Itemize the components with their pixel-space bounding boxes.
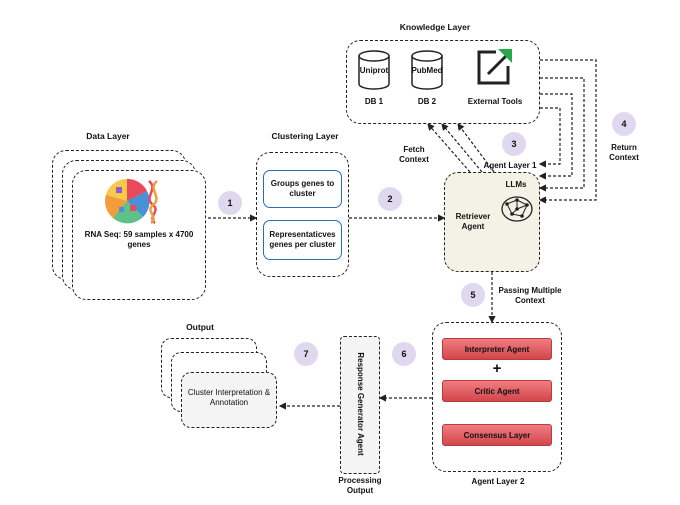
interpreter-agent: Interpreter Agent <box>442 338 552 360</box>
response-generator-box <box>340 336 380 474</box>
arrow-return-4 <box>538 107 561 168</box>
retriever-agent-label: Retriever Agent <box>455 212 491 231</box>
brain-network-icon <box>500 194 534 224</box>
cluster-box-groups: Groups genes to cluster <box>263 170 342 208</box>
output-title: Output <box>186 322 214 332</box>
step-badge-5: 5 <box>461 283 485 307</box>
arrow-return-1 <box>538 59 597 204</box>
data-layer-card <box>72 170 206 300</box>
step-badge-6: 6 <box>392 342 416 366</box>
agent-layer-1-box <box>444 172 540 272</box>
output-card <box>181 372 277 428</box>
knowledge-layer-title: Knowledge Layer <box>399 22 471 32</box>
clustering-layer-title: Clustering Layer <box>271 131 339 141</box>
db2-name: PubMed <box>411 66 443 75</box>
fetch-context-label: Fetch Context <box>399 145 429 164</box>
db1-label: DB 1 <box>364 97 384 106</box>
step-badge-2: 2 <box>378 187 402 211</box>
step-badge-3: 3 <box>502 132 526 156</box>
rna-dna-icon <box>103 177 163 225</box>
data-caption: RNA Seq: 59 samples x 4700 genes <box>84 230 194 249</box>
step-badge-4: 4 <box>612 112 636 136</box>
arrow-fetch-2 <box>441 123 483 173</box>
database-icon <box>357 48 391 92</box>
db1-name: Uniprot <box>359 66 389 75</box>
output-card-text: Cluster Interpretation & Annotation <box>187 388 271 407</box>
consensus-layer: Consensus Layer <box>442 424 552 446</box>
return-context-label: Return Context <box>609 143 639 162</box>
agent-layer-2-title: Agent Layer 2 <box>471 477 525 486</box>
plus-sign: + <box>492 360 502 377</box>
processing-output-label: Processing Output <box>338 476 382 495</box>
external-tools-label: External Tools <box>467 97 523 106</box>
external-link-icon <box>474 46 514 88</box>
arrow-fetch-3 <box>457 123 495 173</box>
llms-label: LLMs <box>505 180 527 189</box>
arrow-return-3 <box>538 93 573 180</box>
db2-label: DB 2 <box>417 97 437 106</box>
agent-layer-1-title: Agent Layer 1 <box>483 161 537 170</box>
step-badge-7: 7 <box>294 342 318 366</box>
step-badge-1: 1 <box>218 191 242 215</box>
critic-agent: Critic Agent <box>442 380 552 402</box>
arrow-fetch-1 <box>427 123 471 173</box>
data-layer-title: Data Layer <box>86 131 130 141</box>
response-generator-label: Response Generator Agent <box>356 352 365 456</box>
database-icon <box>410 48 444 92</box>
arrow-return-2 <box>538 77 585 192</box>
passing-context-label: Passing Multiple Context <box>498 286 562 305</box>
cluster-box-representatives: Representaticves genes per cluster <box>263 220 342 260</box>
